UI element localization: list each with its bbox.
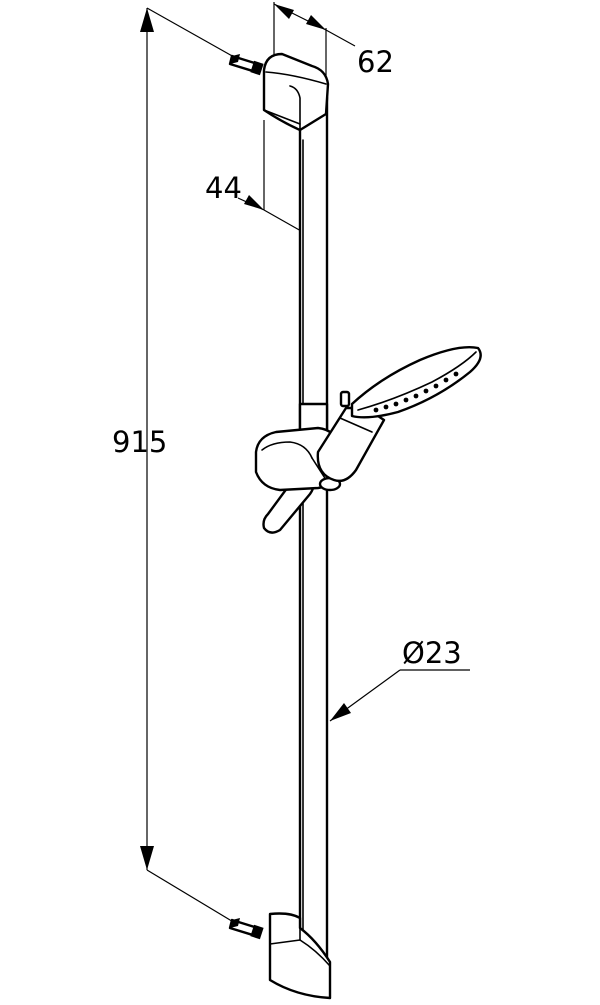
dimension-label-diameter: Ø23 bbox=[402, 636, 462, 670]
slider-holder bbox=[254, 402, 342, 534]
dimension-overall-height: 915 bbox=[112, 7, 251, 933]
arrowhead-diameter bbox=[330, 703, 351, 721]
wall-screw-top bbox=[228, 54, 264, 76]
dimension-label-44: 44 bbox=[205, 171, 242, 205]
wall-screw-bottom bbox=[228, 918, 264, 940]
arrowhead-depth-right bbox=[306, 15, 326, 30]
dimension-label-915: 915 bbox=[112, 425, 167, 459]
bottom-bracket bbox=[268, 912, 332, 1000]
arrowhead-offset-left bbox=[244, 195, 264, 210]
hand-shower bbox=[316, 346, 482, 483]
dimension-bracket-depth: 62 bbox=[273, 2, 394, 82]
shower-head bbox=[350, 346, 482, 419]
shower-handle bbox=[316, 406, 386, 483]
arrowhead-depth-left bbox=[274, 4, 294, 19]
shower-nozzles bbox=[373, 371, 459, 413]
slide-rail bbox=[298, 94, 329, 968]
dimension-label-62: 62 bbox=[357, 45, 394, 79]
arrowhead-bottom bbox=[140, 846, 154, 870]
top-bracket bbox=[262, 52, 330, 132]
dimension-rail-diameter: Ø23 bbox=[329, 636, 470, 722]
arrowhead-top bbox=[140, 8, 154, 32]
